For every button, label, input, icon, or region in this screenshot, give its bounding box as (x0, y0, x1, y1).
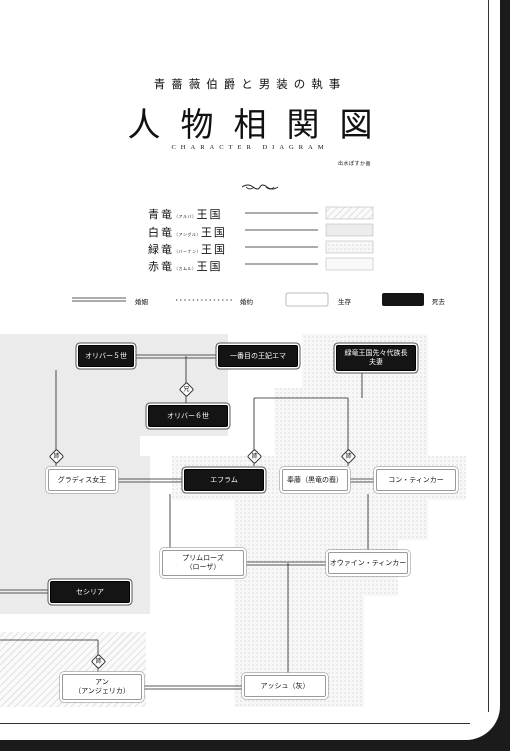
book-subtitle: 青薔薇伯爵と男装の執事 (153, 77, 347, 91)
green-chief-label-1: 緑竜王国先々代族長 (344, 349, 408, 358)
person-owain-tinker[interactable]: オウァイン・ティンカー (328, 552, 408, 574)
anne-label-2: （アンジェリカ） (74, 687, 130, 695)
key-engagement-label: 婚約 (240, 298, 253, 306)
swatch-red (325, 257, 374, 271)
key-deceased-label: 死去 (432, 298, 445, 306)
person-ash[interactable]: アッシュ（灰） (244, 675, 326, 697)
illustrator-credit: 出水ぽすか画 (338, 161, 372, 167)
person-wife-black-dragon[interactable]: 奉藤（黒竜の裔） (282, 469, 348, 491)
key-marriage-label: 婚姻 (135, 298, 148, 306)
person-oliver-5-label: オリバー５世 (85, 351, 127, 360)
page-title-english: CHARACTER DIAGRAM (171, 144, 329, 151)
legend-kingdom-blue: 青竜（アルバ）王国 (148, 208, 223, 221)
legend-kingdom-white: 白竜（アングル）王国 (148, 226, 227, 239)
person-cecilia[interactable]: セシリア (50, 581, 130, 603)
person-gladys-label: グラディス女王 (57, 475, 107, 484)
person-anne-angelica[interactable]: アン （アンジェリカ） (62, 674, 142, 700)
connectors (0, 354, 376, 690)
diagram-canvas (0, 206, 466, 707)
anne-label-1: アン (95, 678, 109, 687)
key-alive-label: 生存 (338, 298, 351, 306)
swatch-white (325, 223, 374, 237)
person-owain-label: オウァイン・ティンカー (329, 558, 407, 567)
relationship-key (72, 292, 424, 307)
person-green-chief-couple[interactable]: 緑竜王国先々代族長 夫妻 (336, 345, 416, 371)
swatch-green (325, 240, 374, 254)
kingdom-legend-swatches (245, 206, 374, 271)
person-queen-gladys[interactable]: グラディス女王 (48, 469, 116, 491)
legend-kingdom-red: 赤竜（カムル）王国 (148, 260, 223, 273)
person-first-queen-emma[interactable]: 一番目の王妃エマ (218, 345, 298, 367)
swatch-blue (325, 206, 374, 220)
page-title: 人物相関図 (127, 105, 393, 144)
legend-kingdom-green: 緑竜（バーナン）王国 (148, 243, 227, 256)
ornament-icon (241, 184, 279, 190)
green-chief-label-2: 夫妻 (369, 358, 383, 366)
inner-frame-right (488, 0, 489, 712)
person-cecilia-label: セシリア (76, 587, 104, 596)
inner-frame-bottom (0, 723, 470, 724)
person-oliver-6[interactable]: オリバー６世 (148, 405, 228, 427)
person-ephram[interactable]: エフラム (184, 469, 264, 491)
region-green (172, 334, 466, 707)
primrose-label-1: プリムローズ (182, 554, 224, 563)
person-con-label: コン・ティンカー (388, 475, 444, 484)
person-con-tinker[interactable]: コン・ティンカー (376, 469, 456, 491)
person-ephram-label: エフラム (210, 475, 238, 484)
diagram-paper: 青薔薇伯爵と男装の執事 人物相関図 CHARACTER DIAGRAM 出水ぽす… (0, 0, 500, 740)
primrose-label-2: （ローザ） (185, 563, 221, 571)
person-ash-label: アッシュ（灰） (260, 681, 310, 690)
person-oliver-5[interactable]: オリバー５世 (78, 345, 134, 367)
person-wife-label: 奉藤（黒竜の裔） (287, 475, 343, 484)
person-primrose[interactable]: プリムローズ （ローザ） (162, 550, 244, 576)
person-first-queen-label: 一番目の王妃エマ (230, 351, 286, 360)
person-oliver-6-label: オリバー６世 (167, 411, 209, 420)
